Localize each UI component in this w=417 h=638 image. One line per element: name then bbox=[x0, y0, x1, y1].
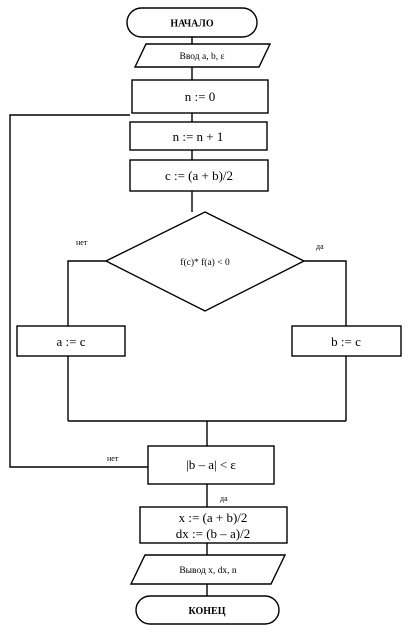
assign-b-label: b := c bbox=[331, 334, 361, 349]
result-process: x := (a + b)/2 dx := (b – a)/2 bbox=[139, 506, 288, 544]
condition-decision: f(c)* f(a) < 0 bbox=[104, 211, 306, 312]
branch-yes-label: да bbox=[316, 242, 324, 251]
midpoint-process: c := (a + b)/2 bbox=[129, 159, 269, 192]
result-x-label: x := (a + b)/2 bbox=[179, 510, 248, 525]
connectors bbox=[9, 37, 347, 596]
end-terminator: КОНЕЦ bbox=[135, 595, 280, 625]
assign-a-process: a := c bbox=[16, 325, 126, 357]
check-label: |b – a| < ε bbox=[186, 457, 236, 472]
condition-label: f(c)* f(a) < 0 bbox=[180, 257, 230, 268]
input-label: Ввод a, b, ε bbox=[180, 52, 225, 62]
end-label: КОНЕЦ bbox=[188, 606, 225, 617]
increment-label: n := n + 1 bbox=[173, 129, 224, 144]
output-label: Вывод x, dx, n bbox=[179, 566, 237, 576]
input-block: Ввод a, b, ε bbox=[133, 43, 272, 68]
check-block: |b – a| < ε bbox=[147, 445, 275, 485]
check-no-label: нет bbox=[107, 454, 119, 463]
start-label: НАЧАЛО bbox=[170, 19, 213, 30]
assign-a-label: a := c bbox=[57, 334, 86, 349]
midpoint-label: c := (a + b)/2 bbox=[165, 168, 233, 183]
check-yes-label: да bbox=[220, 494, 228, 503]
result-dx-label: dx := (b – a)/2 bbox=[176, 526, 250, 541]
init-label: n := 0 bbox=[185, 89, 215, 104]
assign-b-process: b := c bbox=[291, 325, 402, 357]
output-block: Вывод x, dx, n bbox=[129, 554, 287, 585]
start-terminator: НАЧАЛО bbox=[126, 7, 258, 38]
init-process: n := 0 bbox=[131, 79, 269, 114]
branch-no-label: нет bbox=[76, 238, 88, 247]
increment-process: n := n + 1 bbox=[129, 121, 268, 151]
